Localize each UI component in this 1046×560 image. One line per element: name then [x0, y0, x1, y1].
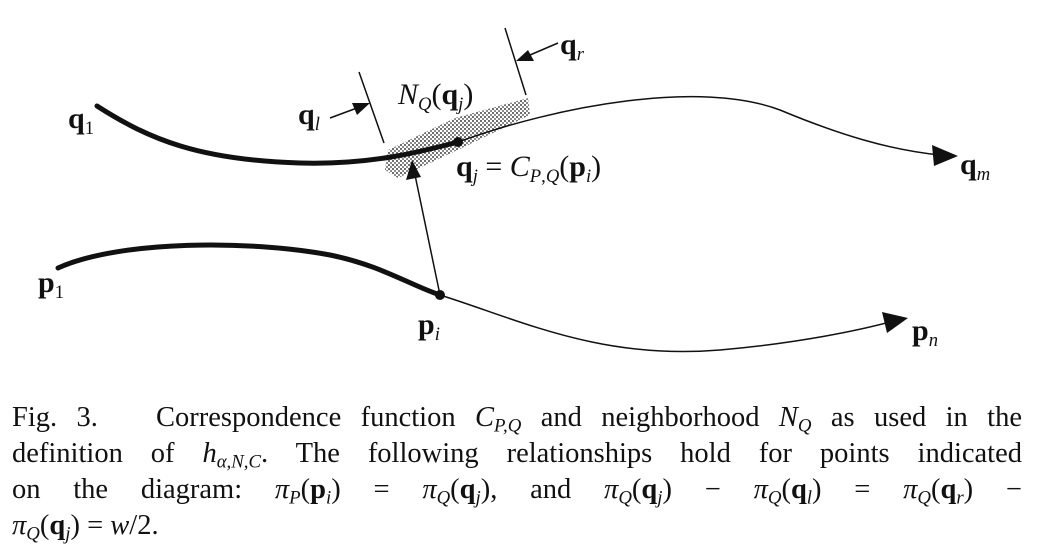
label-ql: ql — [298, 98, 320, 135]
label-qj-correspondence: qj = CP,Q(pi) — [456, 150, 602, 187]
label-qm: qm — [960, 148, 991, 185]
caption-label: Fig. 3. — [12, 402, 98, 433]
ql-pointer-head — [352, 103, 370, 115]
figure-diagram: q1 ql qr NQ(qj) qj = CP,Q(pi) qm p1 pi p… — [38, 27, 991, 353]
curve-p-thick — [55, 242, 443, 298]
label-q1: q1 — [68, 102, 94, 138]
qr-pointer-head — [516, 50, 534, 61]
curve-p-thin — [439, 294, 891, 353]
caption-line-4: πQ(qj) = w/2. — [12, 510, 159, 545]
point-pi — [435, 290, 445, 300]
label-pn: pn — [912, 314, 938, 351]
curve-q-thin — [457, 95, 941, 156]
qr-pointer-line — [529, 42, 559, 56]
curve-q-thick — [94, 103, 461, 166]
label-neighborhood: NQ(qj) — [398, 78, 474, 115]
point-qj — [453, 137, 463, 147]
curves-svg — [55, 27, 958, 353]
tick-qr — [504, 27, 527, 96]
caption-line-2: definition of hα,N,C. The following rela… — [12, 438, 1023, 473]
label-q1-main: q — [68, 102, 85, 135]
ql-pointer-line — [329, 107, 358, 119]
tick-ql — [358, 71, 385, 144]
label-q1-sub: 1 — [84, 117, 94, 139]
label-qr: qr — [560, 28, 584, 65]
correspondence-arrowhead — [406, 160, 421, 180]
label-pi: pi — [418, 308, 440, 345]
correspondence-arrow-line — [414, 174, 441, 296]
figure-caption: Fig. 3. Correspondence function CP,Q and… — [12, 400, 1022, 544]
caption-line-1: Fig. 3. Correspondence function CP,Q and… — [12, 402, 1022, 437]
arrowhead-qm — [932, 145, 958, 166]
arrowhead-pn — [882, 312, 908, 333]
label-p1: p1 — [38, 266, 64, 303]
caption-line-3: on the diagram: πP(pi) = πQ(qj), and πQ(… — [12, 474, 1022, 509]
